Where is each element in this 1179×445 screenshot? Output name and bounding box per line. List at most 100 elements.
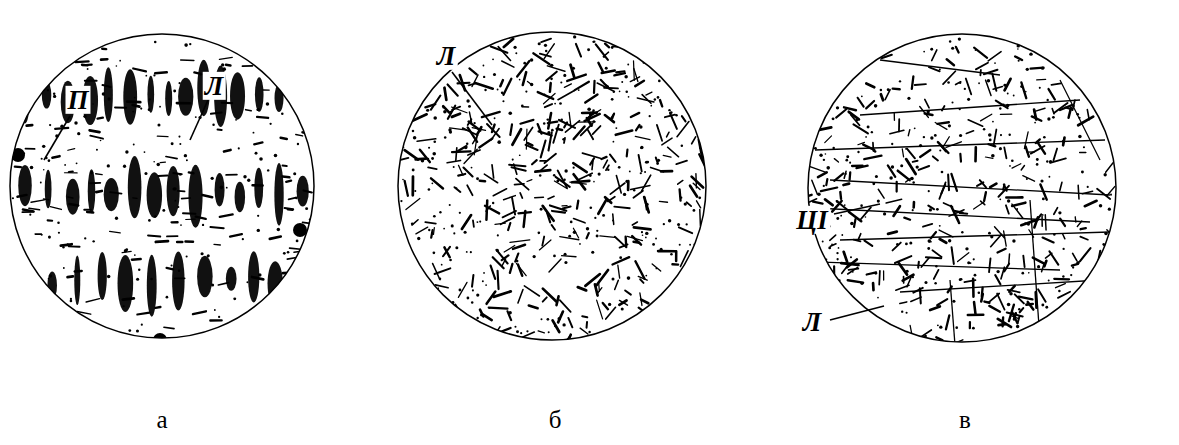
structure-dot — [608, 303, 611, 306]
cementite-dash — [543, 297, 547, 301]
cementite-dash — [417, 139, 436, 142]
cementite-dash — [678, 180, 683, 184]
panel-caption: б — [547, 407, 564, 433]
cementite-dash — [435, 268, 451, 274]
label-holder: П — [65, 86, 90, 114]
cementite-dash — [640, 293, 642, 305]
cementite-dash — [615, 280, 619, 289]
structure-dot — [883, 212, 886, 215]
cementite-dash — [420, 150, 430, 162]
structure-dot — [154, 215, 156, 217]
panel-caption: в — [957, 407, 973, 433]
structure-dot — [464, 146, 467, 149]
structure-dot — [1047, 117, 1050, 120]
phase-label: П — [65, 86, 90, 114]
cementite-dash — [15, 165, 21, 168]
structure-dot — [1083, 146, 1085, 148]
cementite-dash — [553, 125, 558, 143]
cementite-dash — [447, 160, 460, 162]
structure-dot — [563, 178, 566, 181]
structure-dot — [63, 267, 65, 269]
structure-dot — [996, 270, 999, 273]
structure-dot — [952, 300, 955, 303]
cementite-dash — [458, 174, 465, 176]
structure-dot — [159, 106, 161, 108]
cementite-dash — [86, 299, 99, 302]
cementite-dash — [1054, 103, 1068, 113]
structure-dot — [267, 169, 269, 171]
structure-dot — [482, 280, 484, 282]
structure-dot — [414, 190, 416, 192]
cementite-dash — [545, 104, 552, 107]
pearlite-dendrite — [18, 165, 32, 206]
structure-dot — [472, 289, 474, 291]
cementite-dash — [579, 173, 592, 179]
structure-dot — [235, 119, 237, 121]
cementite-dash — [853, 124, 867, 133]
structure-dot — [841, 234, 843, 236]
cementite-dash — [1054, 278, 1069, 281]
structure-dot — [178, 136, 180, 138]
structure-dot — [156, 163, 160, 167]
cementite-dash — [545, 154, 556, 163]
cementite-dash — [282, 165, 286, 167]
cementite-dash — [492, 165, 494, 178]
cementite-dash — [946, 315, 949, 329]
cementite-dash — [947, 59, 954, 65]
structure-dot — [596, 235, 599, 238]
structure-dot — [470, 251, 472, 253]
structure-dot — [1016, 325, 1019, 328]
cementite-dash — [631, 113, 639, 117]
structure-dot — [453, 166, 455, 168]
cementite-dash — [575, 82, 589, 90]
structure-dot — [412, 130, 415, 133]
cementite-dash — [500, 80, 503, 86]
structure-dot — [100, 140, 102, 142]
cementite-dash — [587, 233, 589, 238]
structure-dot — [484, 89, 486, 91]
structure-dot — [591, 251, 594, 254]
cementite-dash — [974, 302, 976, 315]
structure-dot — [305, 207, 308, 210]
structure-dot — [483, 272, 485, 274]
structure-dot — [603, 55, 606, 58]
structure-dot — [441, 264, 443, 266]
cementite-dash — [830, 235, 836, 240]
cementite-dash — [462, 215, 471, 229]
structure-dot — [30, 166, 34, 170]
structure-dot — [1062, 248, 1064, 250]
cementite-dash — [641, 300, 648, 304]
cementite-dash — [998, 249, 1006, 253]
cementite-dash — [512, 198, 515, 215]
structure-dot — [145, 75, 147, 77]
cementite-dash — [605, 44, 609, 48]
structure-dot — [598, 173, 601, 176]
cementite-dash — [1045, 215, 1047, 230]
structure-dot — [937, 324, 939, 326]
cementite-dash — [980, 180, 986, 187]
structure-dot — [592, 41, 594, 43]
structure-dot — [1018, 308, 1020, 310]
cementite-dash — [82, 64, 88, 67]
structure-dot — [519, 79, 521, 81]
structure-dot — [449, 259, 452, 262]
structure-dot — [1099, 204, 1102, 207]
cementite-dash — [915, 83, 926, 86]
structure-dot — [202, 224, 204, 226]
structure-dot — [497, 89, 499, 91]
pearlite-dendrite — [118, 255, 134, 312]
pearlite-dendrite — [147, 172, 162, 218]
structure-dot — [493, 73, 496, 76]
cementite-dash — [991, 234, 1002, 246]
phase-label: Л — [203, 72, 226, 100]
cementite-dash — [913, 161, 918, 162]
structure-dot — [189, 43, 191, 45]
cementite-dash — [1012, 316, 1018, 318]
structure-dot — [896, 243, 898, 245]
structure-dot — [826, 166, 830, 170]
structure-dot — [84, 237, 86, 239]
cementite-dash — [675, 252, 678, 261]
structure-dot — [686, 223, 688, 225]
structure-dot — [464, 231, 467, 234]
cementite-dash — [562, 205, 567, 207]
